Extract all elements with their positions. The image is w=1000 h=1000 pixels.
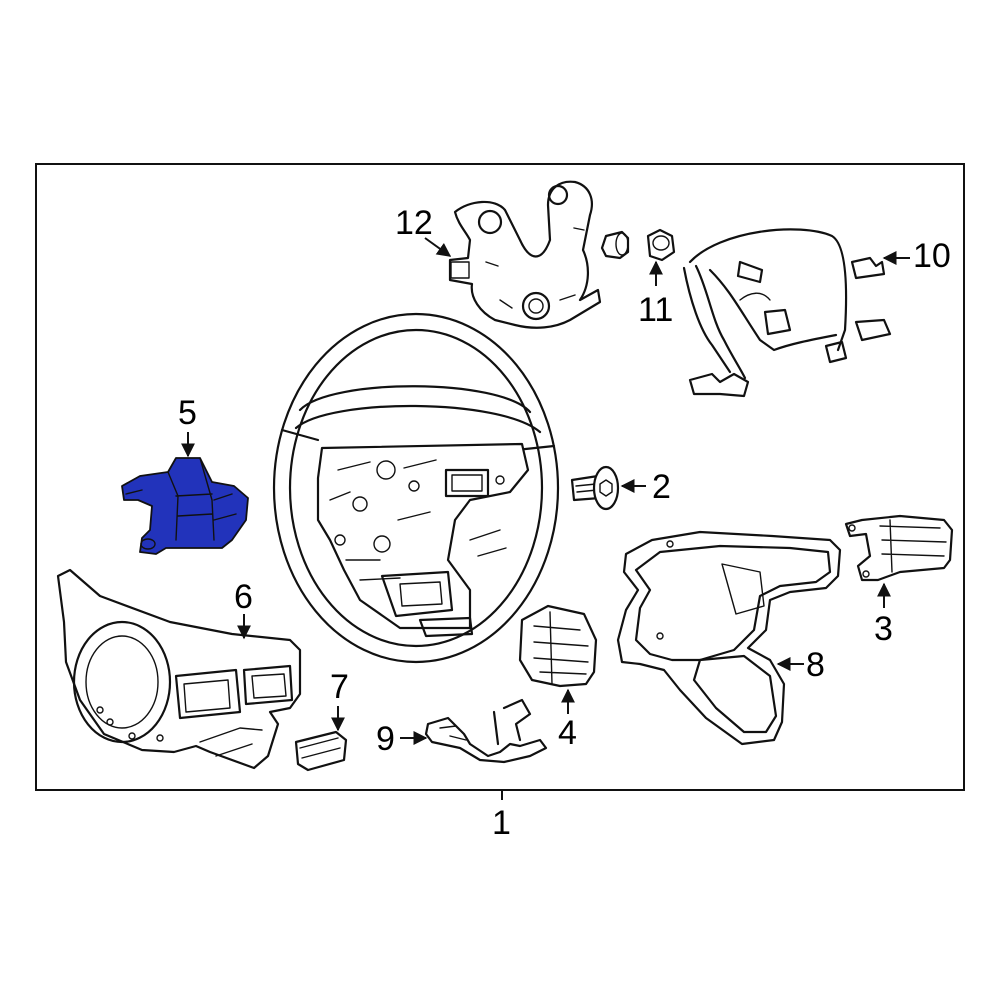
part-4-switch[interactable] bbox=[518, 604, 598, 688]
callout-11: 11 bbox=[638, 291, 673, 329]
callout-10: 10 bbox=[913, 237, 951, 275]
part-9-connector-harness[interactable] bbox=[424, 698, 548, 764]
assembly-frame bbox=[35, 163, 965, 791]
callout-7: 7 bbox=[330, 668, 349, 706]
leader-12 bbox=[424, 237, 452, 257]
part-10-wiring-harness[interactable] bbox=[682, 228, 892, 398]
part-6-lower-cover[interactable] bbox=[56, 568, 302, 770]
callout-2: 2 bbox=[652, 468, 671, 506]
part-5-mount-hole bbox=[140, 538, 156, 550]
callout-labels: 12 11 10 5 2 3 6 8 7 9 4 1 bbox=[178, 204, 951, 842]
part-7-switch-cap[interactable] bbox=[294, 730, 348, 772]
callout-6: 6 bbox=[234, 578, 253, 616]
part-11-nut[interactable] bbox=[600, 228, 676, 262]
callout-12: 12 bbox=[395, 204, 433, 242]
part-3-switch[interactable] bbox=[844, 514, 954, 582]
callout-9: 9 bbox=[376, 720, 395, 758]
callout-3: 3 bbox=[874, 610, 893, 648]
callout-leaders bbox=[181, 237, 910, 745]
callout-4: 4 bbox=[558, 714, 577, 752]
callout-5: 5 bbox=[178, 394, 197, 432]
part-8-rear-cover[interactable] bbox=[616, 530, 842, 746]
part-5-switch-highlighted[interactable] bbox=[121, 457, 249, 555]
part-2-bolt[interactable] bbox=[570, 465, 620, 511]
steering-wheel[interactable] bbox=[272, 312, 560, 664]
callout-8: 8 bbox=[806, 646, 825, 684]
part-12-wheel-frame[interactable] bbox=[448, 180, 602, 329]
callout-1: 1 bbox=[492, 804, 511, 842]
part-5-body bbox=[121, 457, 249, 555]
